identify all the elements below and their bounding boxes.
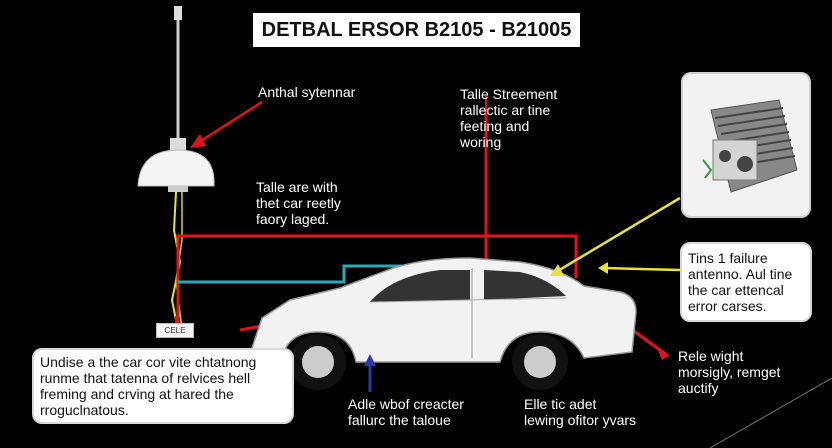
bottom-center-label: Adle wbof creacter fallurc the taloue xyxy=(348,396,464,428)
antenna-arrow xyxy=(195,100,263,146)
teal-wiring xyxy=(178,264,432,284)
yellow-cable xyxy=(170,191,182,331)
connector-tag: CELE xyxy=(156,323,194,338)
red-arrow-head xyxy=(656,346,668,360)
bottom-right-label: Elle tic adet lewing ofitor yvars xyxy=(524,396,637,428)
antenna-arrow-head xyxy=(190,134,206,148)
sensor-module-panel xyxy=(681,72,811,218)
car-icon xyxy=(251,257,637,390)
far-right-label: Rele wight morsigly, remget auctify xyxy=(678,348,781,396)
antenna-icon xyxy=(137,6,215,192)
right-callout: Tins 1 failure antenno. Aul tine the car… xyxy=(680,242,812,322)
yellow-arrow-1 xyxy=(555,196,681,274)
guide-line xyxy=(709,377,832,448)
yellow-arrow-2 xyxy=(603,266,681,272)
factory-label: Talle are with thet car reetly faory lag… xyxy=(256,179,341,227)
page-title: DETBAL ERSOR B2105 - B21005 xyxy=(253,13,580,47)
streement-label: Talle Streement rallectic ar tine feetin… xyxy=(460,86,558,150)
antenna-label: Anthal sytennar xyxy=(258,84,356,100)
sensor-module-icon xyxy=(702,99,798,193)
bottom-left-callout: Undise a the car cor vite chtatnong runm… xyxy=(32,348,294,424)
